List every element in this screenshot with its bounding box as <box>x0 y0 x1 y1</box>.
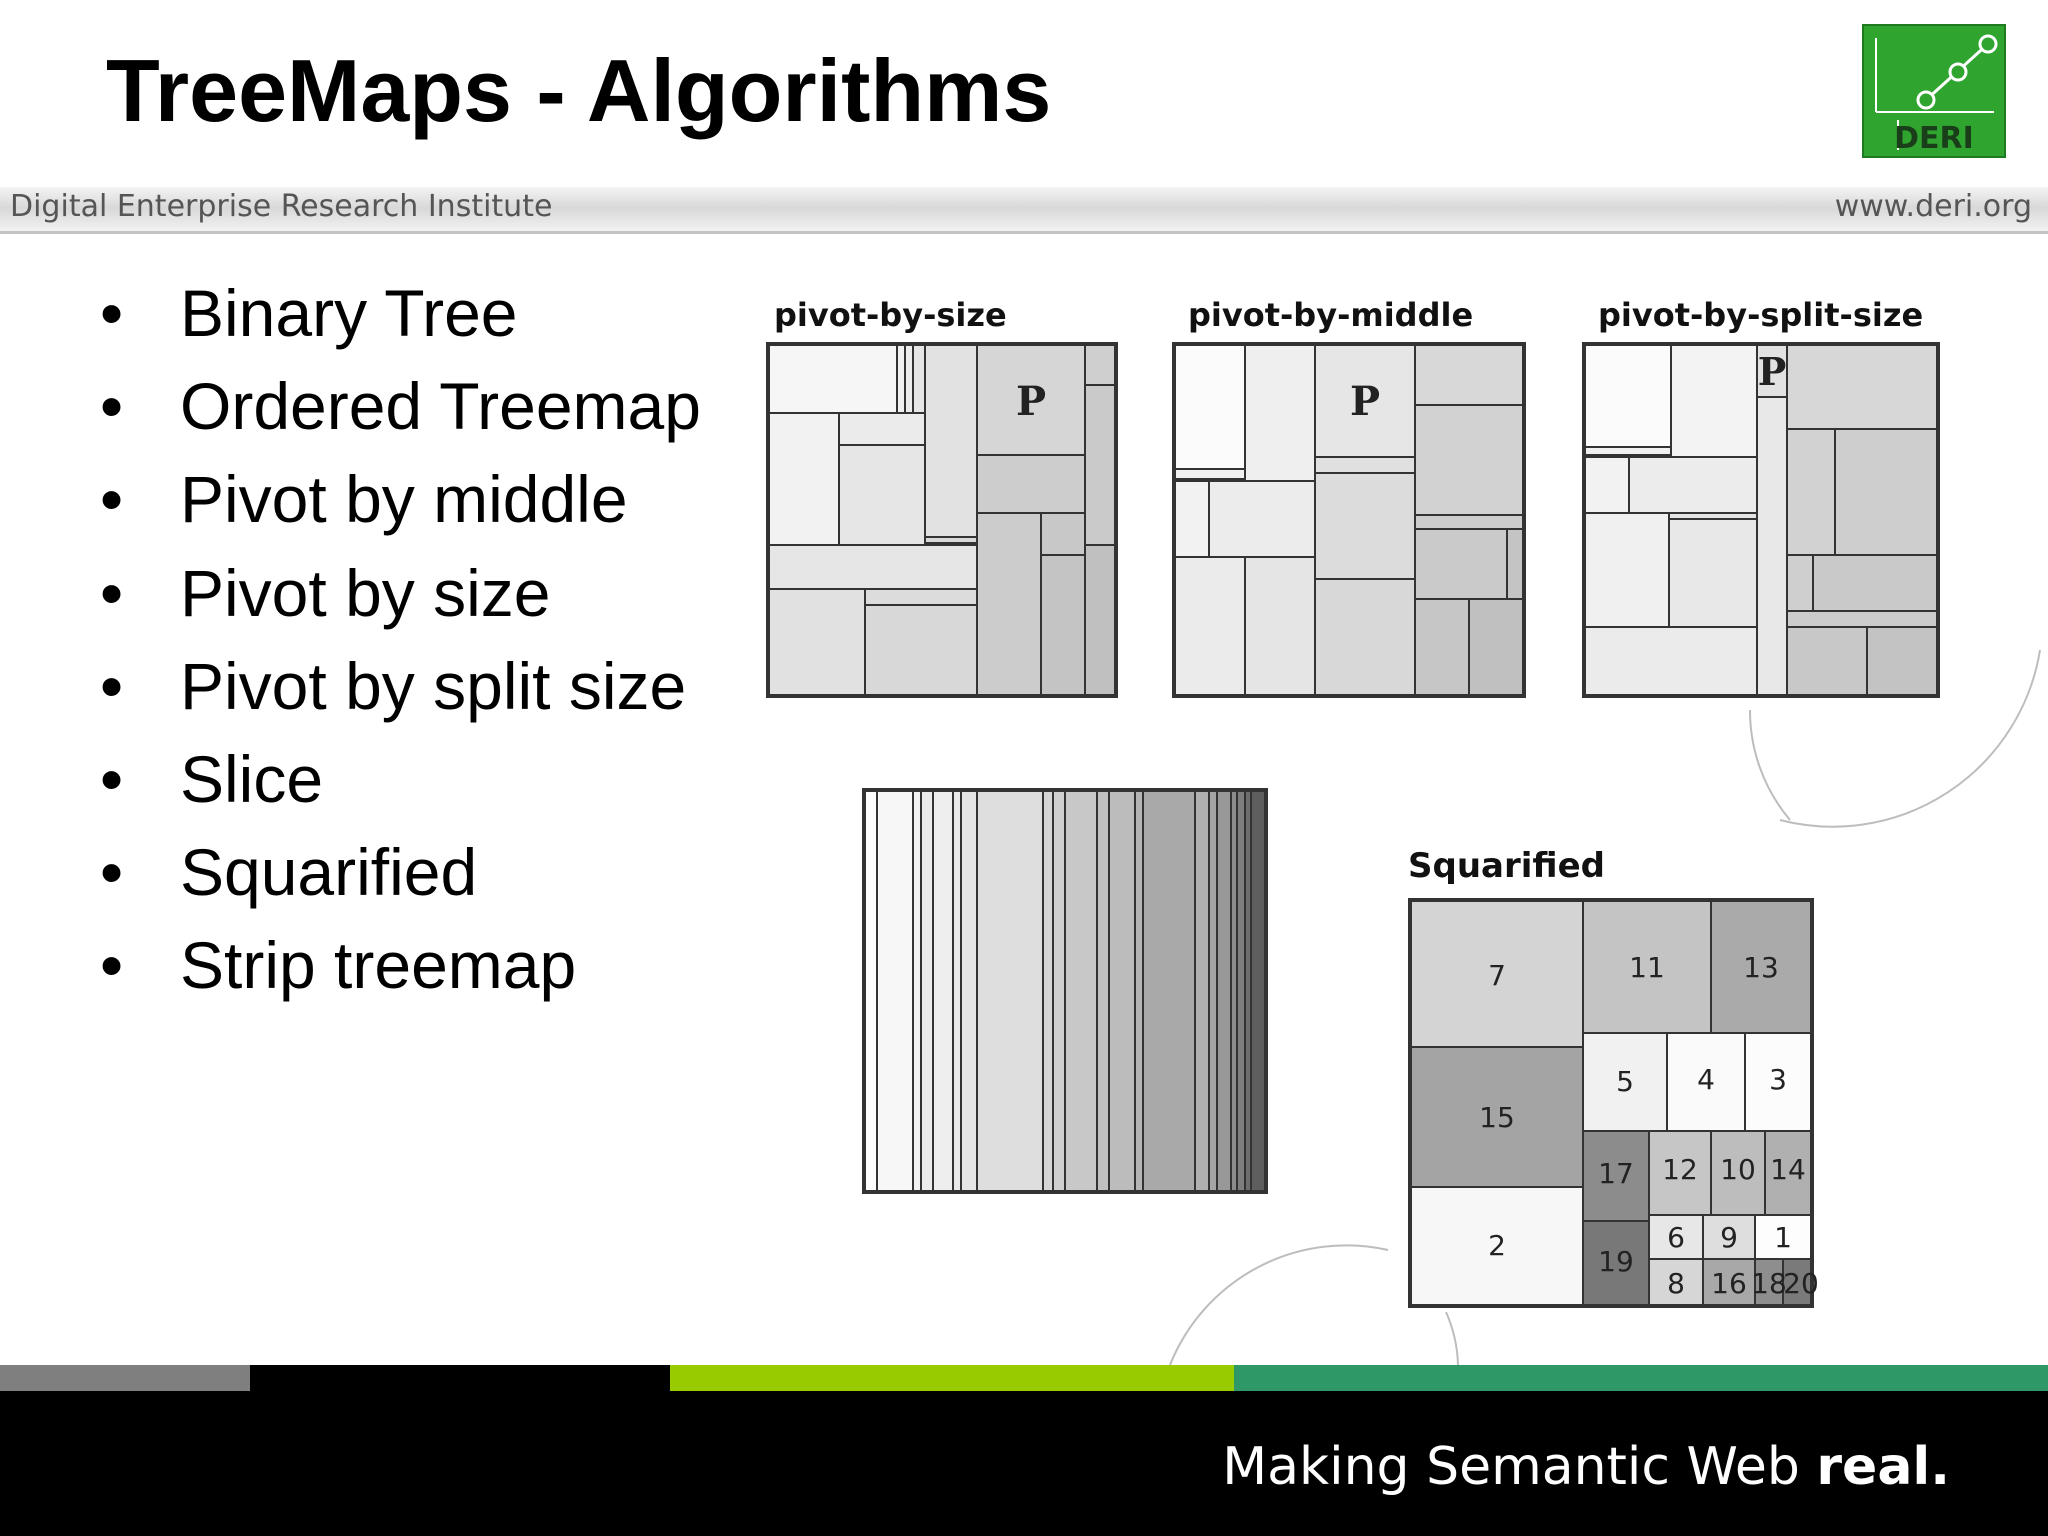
squarified-label: Squarified <box>1408 846 1605 886</box>
cell-label: 15 <box>1479 1101 1515 1134</box>
list-item-text: Ordered Treemap <box>180 369 701 444</box>
cell-label: 4 <box>1697 1063 1715 1096</box>
cell-label: 9 <box>1720 1221 1738 1254</box>
cell-label: 5 <box>1616 1065 1634 1098</box>
list-item-text: Pivot by split size <box>180 648 687 723</box>
tagline-emphasis: real. <box>1816 1437 1950 1497</box>
cell-label: 13 <box>1743 951 1779 984</box>
list-item-text: Binary Tree <box>180 276 518 350</box>
slice-diagram <box>862 788 1268 1194</box>
squarified-diagram: 7 11 13 15 5 4 3 17 12 10 14 2 19 6 9 1 … <box>1408 898 1819 1308</box>
pivot-by-size-label: pivot-by-size <box>774 296 1007 334</box>
footer-color-strip <box>0 1365 2048 1391</box>
list-item-text: Strip treemap <box>180 928 577 1003</box>
cell-label: 14 <box>1770 1153 1806 1186</box>
footer-bar <box>0 1391 2048 1536</box>
cell-label: 18 <box>1751 1267 1787 1300</box>
pivot-mark: P <box>1016 378 1046 425</box>
pivot-by-split-size-diagram: P <box>1582 342 1940 698</box>
list-item-text: Pivot by size <box>180 555 551 630</box>
pivot-by-size-diagram: P <box>766 342 1118 698</box>
bullet-icon: • <box>100 462 124 537</box>
bullet-icon: • <box>100 835 124 910</box>
cell-label: 17 <box>1598 1157 1634 1190</box>
cell-label: 19 <box>1598 1245 1634 1278</box>
list-item-text: Squarified <box>180 835 478 910</box>
logo-text: DERI <box>1894 121 1974 156</box>
tagline: Making Semantic Web real. <box>1222 1437 1950 1497</box>
decorative-arc <box>1748 649 2041 828</box>
pivot-mark: P <box>1350 378 1380 425</box>
institute-name: Digital Enterprise Research Institute <box>10 189 553 224</box>
tagline-text: Making Semantic Web <box>1222 1437 1817 1497</box>
cell-label: 3 <box>1769 1063 1787 1096</box>
bullet-icon: • <box>100 928 124 1003</box>
pivot-by-middle-diagram: P <box>1172 342 1526 698</box>
cell-label: 12 <box>1662 1153 1698 1186</box>
pivot-by-middle-label: pivot-by-middle <box>1188 296 1474 334</box>
slide-title: TreeMaps - Algorithms <box>106 41 1052 140</box>
cell-label: 1 <box>1774 1221 1792 1254</box>
bullet-icon: • <box>100 741 124 816</box>
bullet-icon: • <box>100 648 124 723</box>
pivot-by-split-size-label: pivot-by-split-size <box>1598 296 1924 334</box>
cell-label: 2 <box>1488 1229 1506 1262</box>
pivot-mark: P <box>1758 349 1787 394</box>
cell-label: 20 <box>1783 1267 1819 1300</box>
cell-label: 8 <box>1667 1267 1685 1300</box>
cell-label: 16 <box>1711 1267 1747 1300</box>
list-item-text: Slice <box>180 741 324 816</box>
header-band <box>0 187 2048 234</box>
cell-label: 7 <box>1488 959 1506 992</box>
list-item-text: Pivot by middle <box>180 462 628 537</box>
bullet-icon: • <box>100 555 124 630</box>
cell-label: 10 <box>1720 1153 1756 1186</box>
decorative-arc <box>1169 1244 1459 1366</box>
cell-label: 11 <box>1629 951 1665 984</box>
deri-logo: DERI <box>1862 24 2006 158</box>
bullet-icon: • <box>100 369 124 444</box>
bullet-icon: • <box>100 276 124 350</box>
cell-label: 6 <box>1667 1221 1685 1254</box>
website-link[interactable]: www.deri.org <box>1834 189 2032 224</box>
